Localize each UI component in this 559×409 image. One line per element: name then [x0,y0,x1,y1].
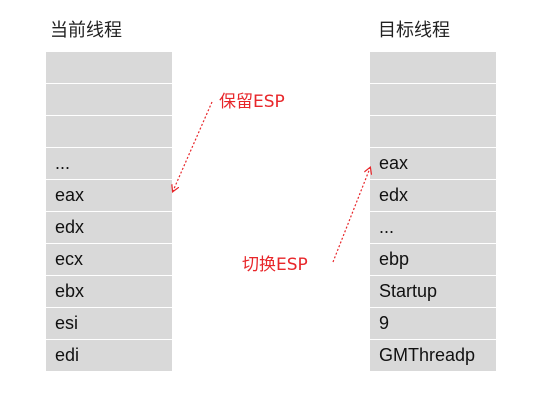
current-thread-title: 当前线程 [50,20,122,41]
save-esp-label: 保留ESP [219,92,285,112]
current-stack-cell: edx [46,212,172,244]
switch-esp-arrow [332,168,370,263]
current-stack-cell [46,116,172,148]
target-stack-cell: ebp [370,244,496,276]
target-stack-cell [370,116,496,148]
switch-esp-label: 切换ESP [242,255,308,275]
current-stack-cell [46,52,172,84]
target-stack-cell [370,52,496,84]
target-stack-cell: GMThreadp [370,340,496,371]
target-stack-cell [370,84,496,116]
current-stack-cell: ebx [46,276,172,308]
target-thread-title: 目标线程 [378,20,450,41]
target-stack-cell: eax [370,148,496,180]
current-stack-cell: esi [46,308,172,340]
target-stack-cell: edx [370,180,496,212]
target-stack-cell: Startup [370,276,496,308]
current-stack-cell: edi [46,340,172,371]
current-stack-cell: ... [46,148,172,180]
current-thread-stack: ... eax edx ecx ebx esi edi [46,52,172,371]
current-stack-cell: eax [46,180,172,212]
target-thread-stack: eax edx ... ebp Startup 9 GMThreadp [370,52,496,371]
save-esp-arrow [173,101,213,191]
target-stack-cell: ... [370,212,496,244]
current-stack-cell: ecx [46,244,172,276]
target-stack-cell: 9 [370,308,496,340]
current-stack-cell [46,84,172,116]
